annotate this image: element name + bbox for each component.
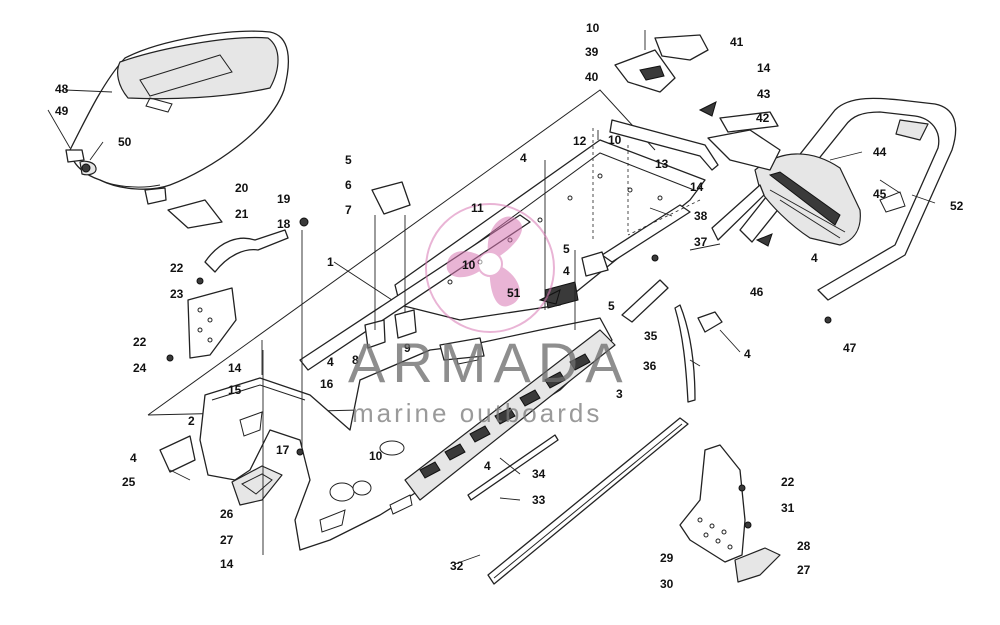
right-tunnel-bracket: [621, 279, 723, 403]
callout-46: 46: [750, 285, 764, 299]
callout-8: 8: [352, 353, 359, 367]
small-bracket-left: [159, 435, 196, 473]
callout-38: 38: [694, 209, 708, 223]
callout-45: 45: [873, 187, 887, 201]
callout-4: 4: [484, 459, 491, 473]
step-pad-left: [231, 465, 283, 506]
callout-31: 31: [781, 501, 795, 515]
callout-2: 2: [188, 414, 195, 428]
callout-22: 22: [133, 335, 147, 349]
slide-rails: [467, 417, 689, 585]
callout-5: 5: [563, 242, 570, 256]
callout-33: 33: [532, 493, 546, 507]
callout-52: 52: [950, 199, 964, 213]
rear-bracket: [609, 119, 719, 171]
callout-40: 40: [585, 70, 599, 84]
tunnel-brackets: [364, 181, 609, 361]
callout-41: 41: [730, 35, 744, 49]
callout-10: 10: [608, 133, 622, 147]
callout-14: 14: [690, 180, 704, 194]
callout-44: 44: [873, 145, 887, 159]
callout-4: 4: [327, 355, 334, 369]
callout-42: 42: [756, 111, 770, 125]
footrest-right: [679, 444, 781, 583]
callout-17: 17: [276, 443, 290, 457]
callout-28: 28: [797, 539, 811, 553]
rear-hitch: [614, 34, 709, 93]
footrest-left-holes: [197, 307, 213, 343]
callout-10: 10: [586, 21, 600, 35]
callout-14: 14: [757, 61, 771, 75]
fasteners: [81, 163, 832, 529]
callout-27: 27: [797, 563, 811, 577]
callout-49: 49: [55, 104, 69, 118]
watermark-logo: [425, 203, 555, 333]
footrest-right-holes: [697, 517, 733, 550]
callout-6: 6: [345, 178, 352, 192]
heat-exchanger: [404, 329, 616, 501]
callout-22: 22: [170, 261, 184, 275]
callout-24: 24: [133, 361, 147, 375]
callout-4: 4: [130, 451, 137, 465]
grab-bar: [739, 97, 957, 301]
callout-50: 50: [118, 135, 132, 149]
callout-5: 5: [608, 299, 615, 313]
callout-7: 7: [345, 203, 352, 217]
callout-35: 35: [644, 329, 658, 343]
callout-47: 47: [843, 341, 857, 355]
callout-14: 14: [220, 557, 234, 571]
callout-4: 4: [744, 347, 751, 361]
callout-26: 26: [220, 507, 234, 521]
callout-51: 51: [507, 286, 521, 300]
callout-4: 4: [811, 251, 818, 265]
callout-21: 21: [235, 207, 249, 221]
callout-4: 4: [520, 151, 527, 165]
callout-22: 22: [781, 475, 795, 489]
callout-37: 37: [694, 235, 708, 249]
callout-9: 9: [404, 341, 411, 355]
callout-19: 19: [277, 192, 291, 206]
callout-12: 12: [573, 134, 587, 148]
callout-20: 20: [235, 181, 249, 195]
callout-13: 13: [655, 157, 669, 171]
watermark-title: ARMADA: [348, 331, 630, 394]
callout-5: 5: [345, 153, 352, 167]
callout-27: 27: [220, 533, 234, 547]
callout-18: 18: [277, 217, 291, 231]
callout-25: 25: [122, 475, 136, 489]
footrest-left: [167, 199, 289, 359]
callout-30: 30: [660, 577, 674, 591]
callout-14: 14: [228, 361, 242, 375]
callout-34: 34: [532, 467, 546, 481]
rear-flap: [707, 111, 861, 246]
callout-10: 10: [462, 258, 476, 272]
callout-15: 15: [228, 383, 242, 397]
callout-16: 16: [320, 377, 334, 391]
callout-48: 48: [55, 82, 69, 96]
callout-1: 1: [327, 255, 334, 269]
callout-36: 36: [643, 359, 657, 373]
callout-23: 23: [170, 287, 184, 301]
callout-4: 4: [563, 264, 570, 278]
callout-29: 29: [660, 551, 674, 565]
callout-39: 39: [585, 45, 599, 59]
callout-3: 3: [616, 387, 623, 401]
leader-lines: [47, 89, 936, 565]
callout-10: 10: [369, 449, 383, 463]
callout-32: 32: [450, 559, 464, 573]
seat: [65, 30, 290, 205]
callout-43: 43: [757, 87, 771, 101]
watermark-subtitle: marine outboards: [352, 398, 603, 428]
callout-11: 11: [471, 201, 484, 215]
